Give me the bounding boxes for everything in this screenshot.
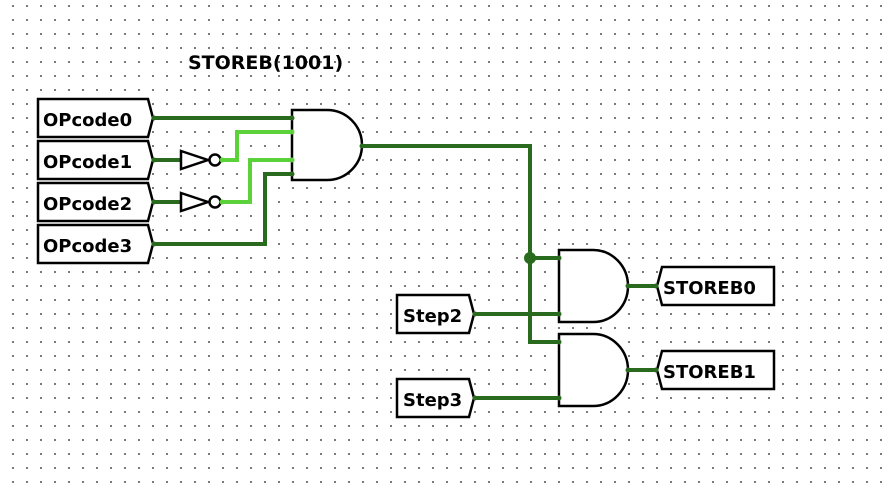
input-pin-step2[interactable]: Step2 — [395, 293, 478, 335]
input-pin-opcode1[interactable]: OPcode1 — [36, 139, 157, 181]
output-pin-label: STOREB1 — [663, 362, 756, 383]
inverter-bubble-icon — [208, 195, 222, 209]
input-pin-opcode2[interactable]: OPcode2 — [36, 181, 157, 223]
input-pin-opcode3[interactable]: OPcode3 — [36, 223, 157, 265]
input-pin-label: OPcode2 — [43, 194, 132, 215]
input-pin-label: OPcode3 — [43, 236, 132, 257]
input-pin-label: Step2 — [403, 306, 462, 327]
wire-junction — [524, 252, 536, 264]
wires — [152, 116, 658, 400]
not-gate-opcode1[interactable] — [179, 149, 225, 171]
and-gate-storeb1[interactable] — [556, 332, 631, 408]
wire-decode-out[interactable] — [360, 144, 561, 344]
wire-not2-and[interactable] — [220, 158, 294, 204]
input-pin-opcode0[interactable]: OPcode0 — [36, 97, 157, 139]
and-gate-decode[interactable] — [289, 108, 365, 182]
circuit-title: STOREB(1001) — [188, 52, 343, 74]
input-pin-label: OPcode1 — [43, 152, 132, 173]
wire-opcode3[interactable] — [152, 172, 294, 246]
output-pin-storeb1[interactable]: STOREB1 — [653, 349, 776, 391]
input-pin-step3[interactable]: Step3 — [395, 377, 478, 419]
not-gate-opcode2[interactable] — [179, 191, 225, 213]
input-pin-label: Step3 — [403, 390, 462, 411]
output-pin-storeb0[interactable]: STOREB0 — [653, 265, 776, 307]
output-pin-label: STOREB0 — [663, 278, 756, 299]
wire-not1-and[interactable] — [220, 130, 294, 162]
inverter-bubble-icon — [208, 153, 222, 167]
and-gate-storeb0[interactable] — [556, 248, 631, 324]
input-pin-label: OPcode0 — [43, 110, 132, 131]
